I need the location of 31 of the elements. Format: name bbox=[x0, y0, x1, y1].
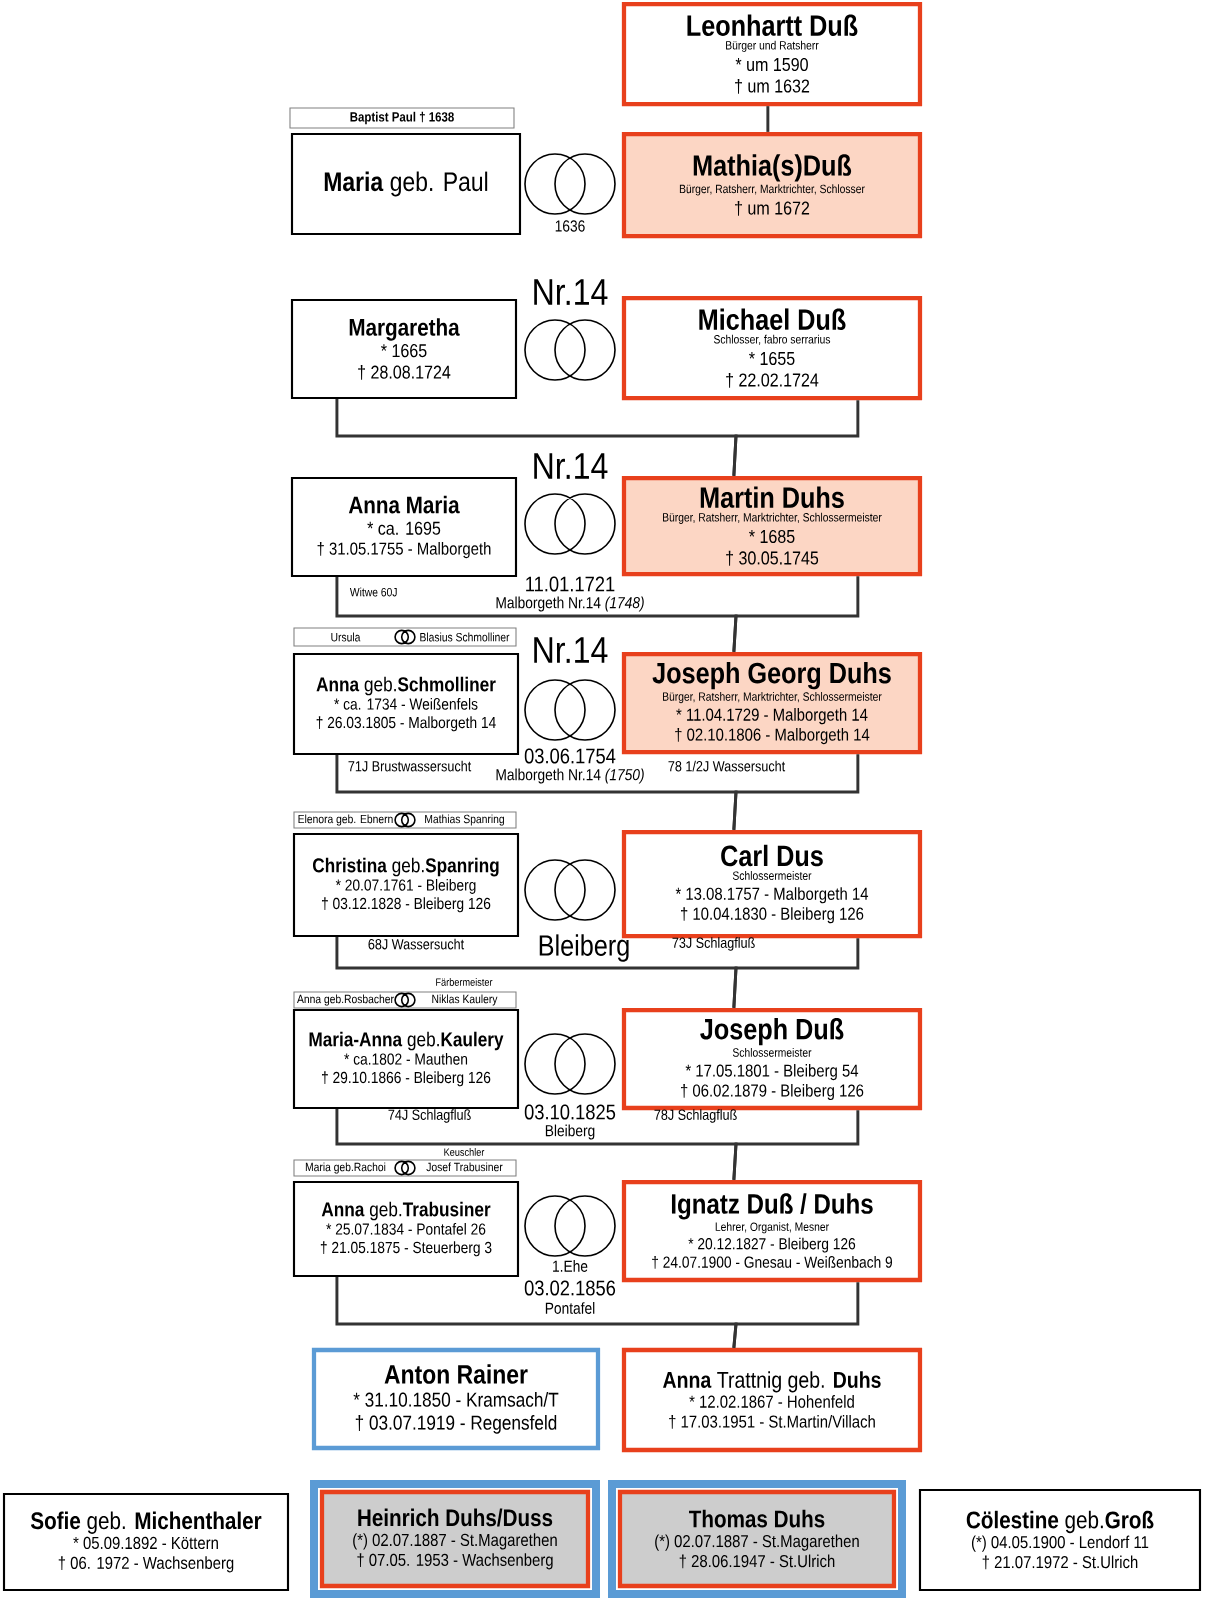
person-box: Margaretha * 1665 † 28.08.1724 bbox=[290, 298, 518, 400]
family-line bbox=[335, 1109, 738, 1180]
person-box: Thomas Duhs (*) 02.07.1887 - St.Magarethen † 28.06.1947 - St.Ulrich bbox=[608, 1480, 906, 1598]
house-number: Nr.14 bbox=[534, 279, 608, 305]
marriage-date: 11.01.1721 bbox=[526, 576, 615, 592]
marriage-date: 03.02.1856 bbox=[524, 1280, 616, 1296]
family-line bbox=[335, 937, 738, 1008]
marriage-place: Malborgeth Nr.14 (1748) bbox=[496, 596, 644, 612]
family-line bbox=[732, 754, 860, 830]
person-box: Anna Maria * ca. 1695 † 31.05.1755 - Malborgeth bbox=[290, 476, 518, 578]
marriage-note: 1.Ehe bbox=[553, 1260, 588, 1272]
family-line bbox=[335, 1277, 738, 1348]
marriage-place: Malborgeth Nr.14 (1750) bbox=[496, 768, 644, 784]
marriage-date: 03.06.1754 bbox=[524, 748, 616, 764]
family-line bbox=[335, 755, 738, 830]
marriage-date: 03.10.1825 bbox=[524, 1104, 616, 1120]
person-box: Anton Rainer * 31.10.1850 - Kramsach/T † 03.07.1919 - Regensfeld bbox=[311, 1347, 601, 1451]
family-line bbox=[335, 399, 738, 476]
house-number: Nr.14 bbox=[534, 453, 608, 479]
marriage-year: 1636 bbox=[555, 220, 585, 232]
marriage-place: Pontafel bbox=[545, 1302, 595, 1314]
person-box: Cölestine geb.Groß (*) 04.05.1900 - Lendorf 11 † 21.07.1972 - St.Ulrich bbox=[918, 1488, 1202, 1592]
house-number: Nr.14 bbox=[534, 637, 608, 663]
person-box: Anna geb.Schmolliner * ca. 1734 - Weißenfels † 26.03.1805 - Malborgeth 14 bbox=[292, 652, 520, 756]
family-line bbox=[766, 106, 770, 132]
person-box: Heinrich Duhs/Duss (*) 02.07.1887 - St.Magarethen † 07.05. 1953 - Wachsenberg bbox=[310, 1480, 600, 1598]
person-box: Sofie geb. Michenthaler * 05.09.1892 - Köttern † 06. 1972 - Wachsenberg bbox=[2, 1492, 290, 1592]
marriage-place: Bleiberg bbox=[545, 1124, 595, 1140]
family-line bbox=[335, 577, 738, 652]
person-box: Anna Trattnig geb. Duhs * 12.02.1867 - Hohenfeld † 17.03.1951 - St.Martin/Villach bbox=[621, 1347, 923, 1453]
place-name: Bleiberg bbox=[539, 934, 629, 962]
